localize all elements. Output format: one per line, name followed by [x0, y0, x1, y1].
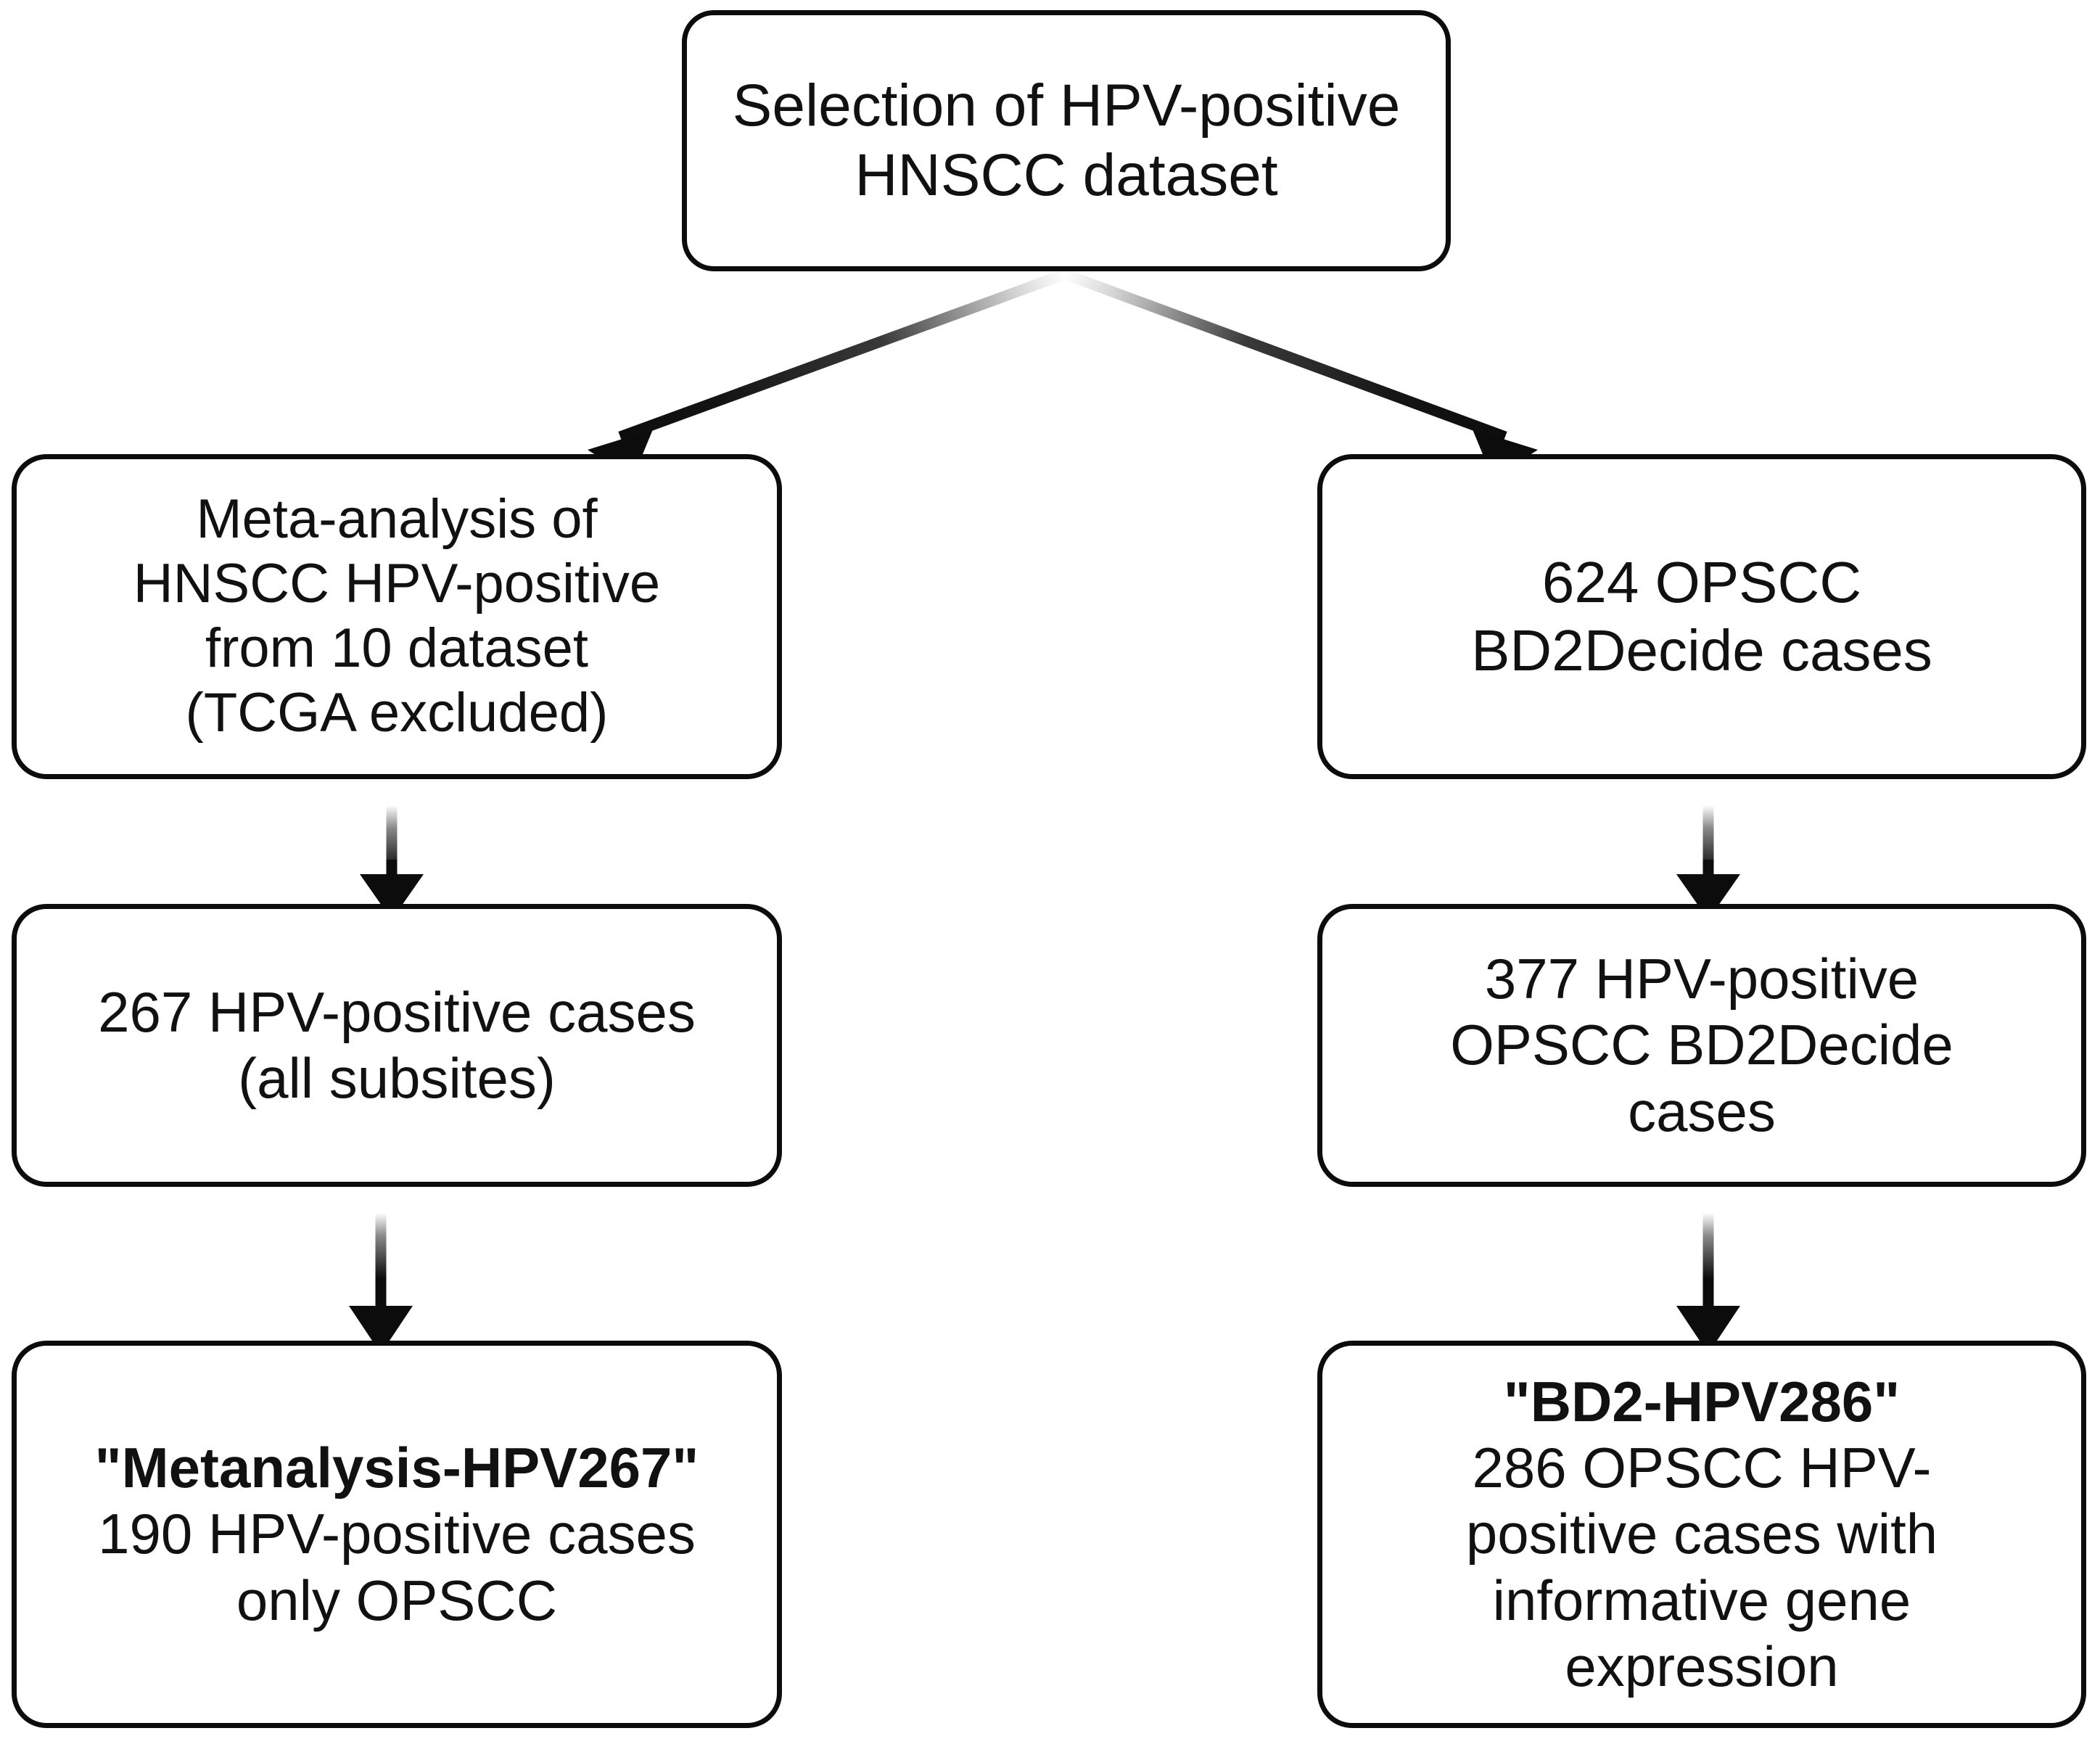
node-bd2-hpv286-line-2: positive cases with: [1465, 1502, 1938, 1566]
node-meta-analysis[interactable]: Meta-analysis of HNSCC HPV-positive from…: [12, 454, 782, 779]
node-bd2-hpv286-line-4: expression: [1565, 1634, 1839, 1698]
node-bd2-hpv286-text: "BD2-HPV286" 286 OPSCC HPV- positive cas…: [1340, 1369, 2064, 1700]
node-metanalysis-hpv267-text: "Metanalysis-HPV267" 190 HPV-positive ca…: [34, 1435, 759, 1634]
node-267-line-2: (all subsites): [238, 1046, 556, 1110]
node-267-hpv-positive-cases[interactable]: 267 HPV-positive cases (all subsites): [12, 904, 782, 1187]
edge-267-to-metanalysis-hpv267: [349, 1213, 413, 1354]
node-377-line-3: cases: [1628, 1079, 1776, 1143]
node-bd2-hpv286-line-3: informative gene: [1492, 1568, 1911, 1632]
node-root-text: Selection of HPV-positive HNSCC dataset: [704, 71, 1428, 210]
node-bd2-hpv286[interactable]: "BD2-HPV286" 286 OPSCC HPV- positive cas…: [1317, 1341, 2086, 1728]
node-meta-analysis-line-4: (TCGA excluded): [185, 681, 609, 744]
node-bd2-hpv286-line-1: 286 OPSCC HPV-: [1472, 1436, 1932, 1500]
node-metanalysis-hpv267-line-1: 190 HPV-positive cases: [98, 1502, 696, 1566]
edge-root-to-bd2-cases: [1063, 268, 1538, 479]
node-624-line-2: BD2Decide cases: [1471, 618, 1932, 683]
edge-root-to-meta-analysis: [588, 268, 1067, 479]
node-meta-analysis-line-3: from 10 dataset: [205, 617, 589, 679]
node-meta-analysis-text: Meta-analysis of HNSCC HPV-positive from…: [34, 488, 759, 746]
node-624-text: 624 OPSCC BD2Decide cases: [1340, 548, 2064, 684]
edge-377-to-bd2-hpv286: [1676, 1213, 1740, 1354]
node-377-hpv-positive-opscc[interactable]: 377 HPV-positive OPSCC BD2Decide cases: [1317, 904, 2086, 1187]
node-meta-analysis-line-2: HNSCC HPV-positive: [133, 553, 661, 615]
node-267-line-1: 267 HPV-positive cases: [98, 979, 696, 1044]
node-root-line-1: Selection of HPV-positive: [732, 73, 1401, 139]
node-bd2-hpv286-title: "BD2-HPV286": [1503, 1369, 1901, 1434]
edge-bd2-cases-to-377: [1676, 805, 1740, 920]
node-root-selection[interactable]: Selection of HPV-positive HNSCC dataset: [682, 10, 1451, 271]
node-377-line-1: 377 HPV-positive: [1484, 947, 1919, 1011]
node-377-line-2: OPSCC BD2Decide: [1450, 1013, 1953, 1077]
node-624-opscc-bd2decide-cases[interactable]: 624 OPSCC BD2Decide cases: [1317, 454, 2086, 779]
node-377-text: 377 HPV-positive OPSCC BD2Decide cases: [1340, 946, 2064, 1145]
node-metanalysis-hpv267[interactable]: "Metanalysis-HPV267" 190 HPV-positive ca…: [12, 1341, 782, 1728]
node-metanalysis-hpv267-line-2: only OPSCC: [236, 1568, 558, 1632]
edge-meta-analysis-to-267: [360, 805, 424, 920]
node-267-text: 267 HPV-positive cases (all subsites): [34, 979, 759, 1112]
node-624-line-1: 624 OPSCC: [1541, 550, 1862, 615]
node-metanalysis-hpv267-title: "Metanalysis-HPV267": [94, 1436, 699, 1500]
node-root-line-2: HNSCC dataset: [855, 142, 1278, 208]
node-meta-analysis-line-1: Meta-analysis of: [196, 488, 598, 551]
